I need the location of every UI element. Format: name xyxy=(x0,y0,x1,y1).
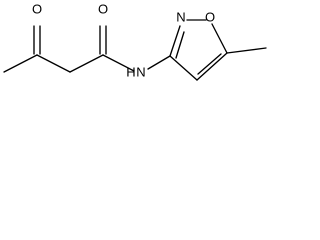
amide-nitrogen-label: N xyxy=(136,64,145,79)
molecule-svg: O O H N N O xyxy=(3,1,267,81)
bond-ketone-carbon-to-ch2 xyxy=(36,54,71,73)
ring-bond-o-c5 xyxy=(211,23,228,54)
ring-bond-c3-n-inner xyxy=(175,31,185,59)
amide-nitrogen-h-label: H xyxy=(126,64,135,79)
ring-bond-c5-c4 xyxy=(196,52,228,81)
ketone-oxygen-label: O xyxy=(32,1,42,16)
ring-bond-c4-c3 xyxy=(169,55,198,81)
ring-bond-c3-n xyxy=(169,25,181,57)
amide-oxygen-label: O xyxy=(98,1,108,16)
ring-nitrogen-label: N xyxy=(176,9,185,24)
ring-bond-c5-c4-inner xyxy=(197,53,222,75)
bond-ring-to-methyl xyxy=(226,47,267,54)
bond-nitrogen-to-ring xyxy=(147,55,171,70)
ring-oxygen-label: O xyxy=(205,9,215,24)
bond-ch2-to-amide-carbon xyxy=(69,54,104,73)
bond-amide-carbon-to-nitrogen xyxy=(102,54,135,72)
chemical-structure-diagram: O O H N N O xyxy=(0,0,283,97)
bond-methyl-to-ketone-carbon xyxy=(3,54,38,73)
